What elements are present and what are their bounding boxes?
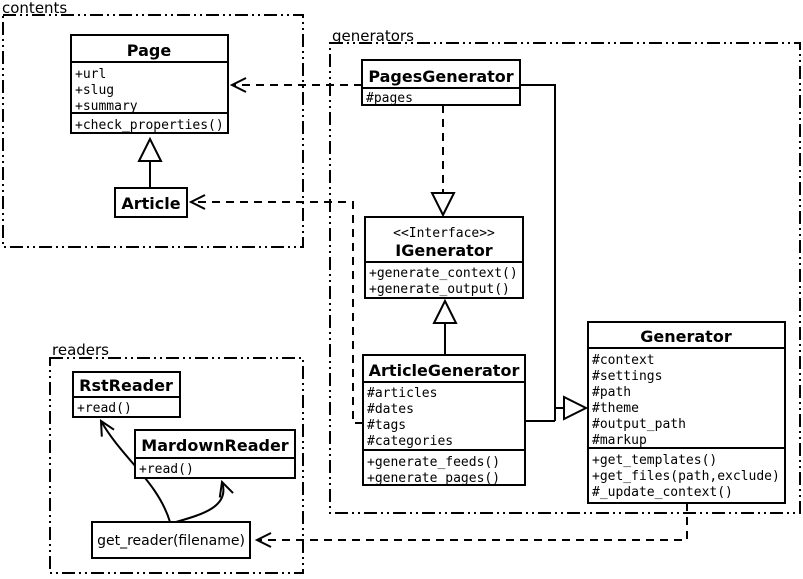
class-articlegenerator-attr: #categories (367, 434, 453, 449)
class-article: Article (114, 187, 188, 218)
class-articlegenerator-attr: #tags (367, 418, 406, 433)
class-generator-attr: #settings (592, 369, 662, 384)
class-pagesgenerator-title: PagesGenerator (368, 67, 513, 86)
class-page: Page +url +slug +summary +check_properti… (70, 34, 229, 134)
class-rstreader-method: +read() (77, 401, 132, 416)
class-articlegenerator-attr: #articles (367, 386, 437, 401)
class-articlegenerator: ArticleGenerator #articles #dates #tags … (362, 354, 526, 486)
class-page-attr: +slug (75, 83, 114, 98)
edge-pagesgenerator-to-generator-line (520, 84, 556, 421)
class-generator-attr: #output_path (592, 417, 686, 432)
class-pagesgenerator: PagesGenerator #pages (361, 59, 521, 106)
class-generator-method: +get_files(path,exclude) (592, 469, 780, 484)
class-generator-method: +get_templates() (592, 453, 717, 468)
function-get-reader: get_reader(filename) (91, 521, 251, 559)
class-igenerator: <<Interface>> IGenerator +generate_conte… (364, 216, 524, 299)
class-pagesgenerator-attr: #pages (366, 91, 413, 106)
class-articlegenerator-method: +generate_feeds() (367, 455, 500, 470)
class-igenerator-title: IGenerator (395, 241, 493, 260)
edge-generator-depends-getreader (254, 503, 688, 548)
class-generator-attr: #context (592, 353, 655, 368)
class-articlegenerator-attr: #dates (367, 402, 414, 417)
class-generator: Generator #context #settings #path #them… (587, 321, 786, 504)
class-markdownreader: MardownReader +read() (134, 429, 296, 479)
class-generator-attr: #theme (592, 401, 639, 416)
package-generators-frame (329, 42, 801, 514)
function-get-reader-label: get_reader(filename) (97, 533, 245, 549)
class-generator-title: Generator (640, 327, 732, 346)
class-generator-method: #_update_context() (592, 485, 733, 500)
edge-getreader-to-markdownreader (175, 479, 234, 523)
class-page-title: Page (127, 41, 172, 60)
package-contents-label: contents (2, 0, 67, 17)
class-generator-attr: #markup (592, 433, 647, 448)
class-rstreader-title: RstReader (79, 376, 173, 395)
class-igenerator-method: +generate_context() (369, 266, 518, 281)
class-generator-attr: #path (592, 385, 631, 400)
package-generators-label: generators (332, 27, 414, 45)
class-page-method: +check_properties() (75, 118, 224, 133)
class-article-title: Article (121, 194, 180, 213)
class-igenerator-method: +generate_output() (369, 282, 510, 297)
class-articlegenerator-title: ArticleGenerator (369, 361, 520, 380)
class-rstreader: RstReader +read() (72, 371, 181, 418)
class-page-attr: +url (75, 67, 106, 82)
class-articlegenerator-method: +generate_pages() (367, 471, 500, 486)
edge-articlegenerator-depends-article (188, 194, 363, 424)
class-markdownreader-title: MardownReader (141, 436, 289, 455)
package-contents-frame (2, 14, 304, 248)
class-igenerator-stereotype: <<Interface>> (393, 226, 495, 241)
class-markdownreader-method: +read() (139, 462, 194, 477)
package-readers-label: readers (52, 341, 109, 359)
class-page-attr: +summary (75, 99, 138, 114)
package-readers-frame (49, 357, 304, 574)
